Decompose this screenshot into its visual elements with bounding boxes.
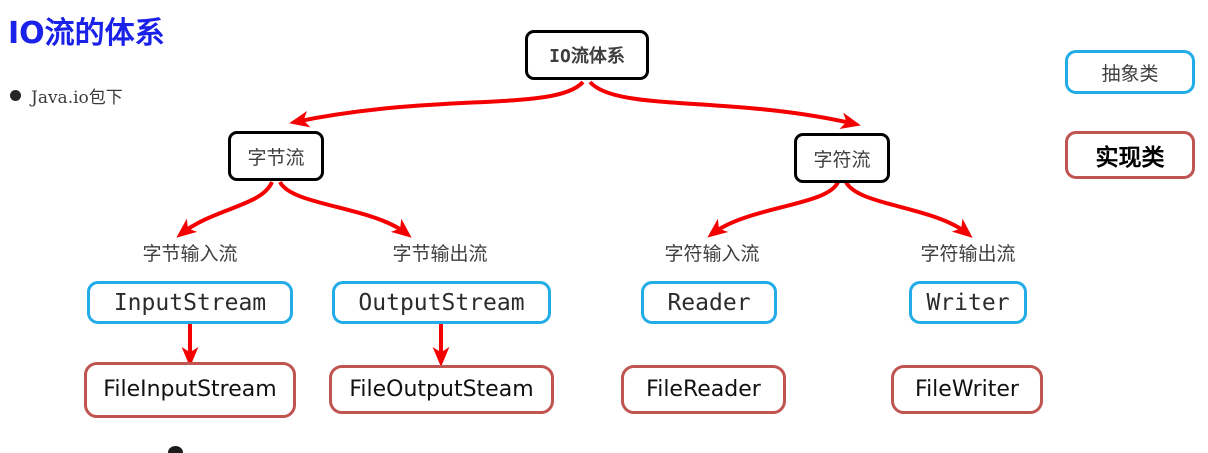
node-byte-stream-label: 字节流	[247, 146, 305, 169]
legend-abstract-class[interactable]: 抽象类	[1065, 50, 1195, 94]
node-io-stream-system-label: IO流体系	[549, 46, 625, 67]
node-filewriter-label: FileWriter	[915, 376, 1019, 402]
node-char-stream[interactable]: 字符流	[794, 133, 890, 183]
node-reader-label: Reader	[667, 289, 751, 316]
label-char-input-stream: 字符输入流	[664, 243, 760, 265]
legend-implementation-class[interactable]: 实现类	[1065, 131, 1195, 179]
bullet-item-label: Java.io包下	[31, 88, 123, 108]
page-title: IO流的体系	[8, 16, 165, 51]
arrow-root-to-byte-stream	[289, 80, 585, 128]
node-char-stream-label: 字符流	[813, 148, 871, 171]
label-char-output-stream: 字符输出流	[920, 243, 1016, 265]
node-outputstream[interactable]: OutputStream	[332, 281, 551, 324]
arrow-byte-stream-to-byte-input	[176, 181, 274, 238]
bullet-list-item: Java.io包下	[10, 83, 123, 108]
bottom-edge-mark	[168, 446, 183, 453]
node-outputstream-label: OutputStream	[358, 289, 525, 316]
legend-implementation-class-label: 实现类	[1095, 145, 1165, 171]
arrow-char-stream-to-char-output	[844, 180, 973, 238]
bullet-dot-icon	[10, 90, 21, 101]
node-writer-label: Writer	[926, 289, 1010, 316]
node-filereader-label: FileReader	[646, 376, 761, 402]
node-inputstream-label: InputStream	[113, 289, 267, 316]
node-inputstream[interactable]: InputStream	[87, 281, 293, 324]
label-byte-input-stream: 字节输入流	[142, 243, 238, 265]
legend-abstract-class-label: 抽象类	[1101, 62, 1159, 85]
node-filereader[interactable]: FileReader	[621, 365, 786, 414]
label-byte-output-stream: 字节输出流	[392, 243, 488, 265]
node-fileinputstream-label: FileInputStream	[103, 377, 277, 403]
node-writer[interactable]: Writer	[909, 281, 1027, 324]
arrow-char-stream-to-char-input	[707, 180, 840, 238]
arrow-byte-stream-to-byte-output	[278, 180, 412, 238]
node-fileinputstream[interactable]: FileInputStream	[84, 362, 296, 418]
arrow-root-to-char-stream	[588, 80, 861, 130]
node-filewriter[interactable]: FileWriter	[891, 365, 1043, 414]
node-reader[interactable]: Reader	[641, 281, 777, 324]
node-fileoutputsteam-label: FileOutputSteam	[349, 376, 534, 402]
node-byte-stream[interactable]: 字节流	[228, 131, 324, 181]
node-io-stream-system[interactable]: IO流体系	[525, 30, 649, 80]
node-fileoutputsteam[interactable]: FileOutputSteam	[329, 365, 554, 414]
